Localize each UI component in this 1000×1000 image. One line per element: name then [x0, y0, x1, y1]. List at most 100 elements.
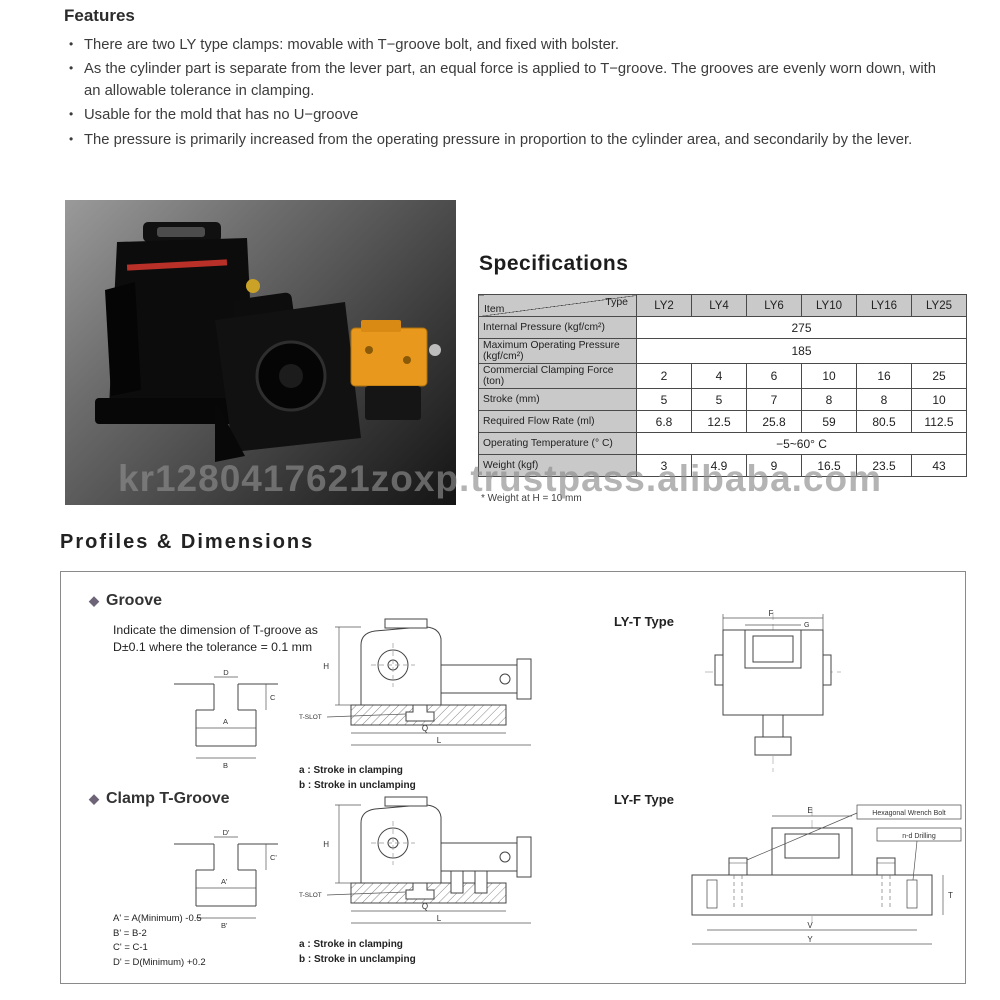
- dim-label-h: H: [323, 840, 329, 849]
- clamp-tgroove-notes: A' = A(Minimum) -0.5 B' = B-2 C' = C-1 D…: [113, 912, 206, 971]
- dim-label-c-prime: C': [270, 853, 277, 862]
- type-label: Type: [605, 296, 628, 308]
- diamond-icon: ◆: [89, 593, 99, 608]
- clamp-side-view-drawing-2: H Q L T-SLOT: [299, 796, 532, 924]
- row-label: Stroke (mm): [478, 388, 637, 411]
- row-value: 275: [636, 316, 967, 339]
- dim-label-t: T: [948, 891, 953, 900]
- cell-value: 6: [746, 363, 802, 389]
- feature-item: Usable for the mold that has no U−groove: [69, 105, 949, 126]
- stroke-notes-2: a : Stroke in clamping b : Stroke in unc…: [299, 938, 416, 967]
- spec-header-row: Type Item LY2 LY4 LY6 LY10 LY16 LY25: [478, 294, 967, 317]
- cell-value: 12.5: [691, 410, 747, 433]
- specifications-title: Specifications: [479, 252, 629, 275]
- dim-label-b: B: [223, 761, 228, 770]
- table-row: Maximum Operating Pressure (kgf/cm²) 185: [478, 338, 967, 364]
- cell-value: 7: [746, 388, 802, 411]
- groove-desc-line1: Indicate the dimension of T-groove as: [113, 623, 318, 637]
- row-label: Commercial Clamping Force (ton): [478, 363, 637, 389]
- groove-desc-line2: D±0.1 where the tolerance = 0.1 mm: [113, 639, 313, 654]
- profiles-title: Profiles & Dimensions: [60, 531, 315, 553]
- dim-label-a: A: [223, 717, 228, 726]
- tg-note: D' = D(Minimum) +0.2: [113, 957, 206, 969]
- cell-value: 8: [856, 388, 912, 411]
- dim-label-b-prime: B': [221, 921, 228, 930]
- groove-title-text: Groove: [106, 592, 163, 609]
- profiles-panel: ◆ Groove Indicate the dimension of T-groo…: [60, 571, 966, 984]
- clamp-tgroove-title-text: Clamp T-Groove: [106, 790, 230, 807]
- cell-value: 6.8: [636, 410, 692, 433]
- dim-label-g: G: [804, 622, 809, 629]
- column-header: LY10: [801, 294, 857, 317]
- tg-note: B' = B-2: [113, 927, 147, 939]
- stroke-note-a: a : Stroke in clamping: [299, 765, 403, 776]
- dim-label-y: Y: [807, 935, 813, 944]
- cell-value: 5: [691, 388, 747, 411]
- table-row: Required Flow Rate (ml) 6.8 12.5 25.8 59…: [478, 410, 967, 433]
- cell-value: 80.5: [856, 410, 912, 433]
- features-title: Features: [64, 6, 135, 25]
- row-value: 185: [636, 338, 967, 364]
- diamond-icon: ◆: [89, 791, 99, 806]
- column-header: LY4: [691, 294, 747, 317]
- row-label: Operating Temperature (° C): [478, 432, 637, 455]
- cell-value: 10: [911, 388, 967, 411]
- clamp-product-image: [95, 222, 441, 462]
- dim-label-d: D: [223, 670, 229, 677]
- row-label: Weight (kgf): [478, 454, 637, 477]
- dim-label-v: V: [807, 921, 813, 930]
- column-header: LY2: [636, 294, 692, 317]
- stroke-notes: a : Stroke in clamping b : Stroke in unc…: [299, 764, 416, 793]
- dim-label-h: H: [323, 662, 329, 671]
- cell-value: 25: [911, 363, 967, 389]
- table-row: Stroke (mm) 5 5 7 8 8 10: [478, 388, 967, 411]
- column-header: LY6: [746, 294, 802, 317]
- ly-f-type-label: LY-F Type: [614, 792, 674, 807]
- feature-item: There are two LY type clamps: movable wi…: [69, 35, 949, 56]
- column-header: LY16: [856, 294, 912, 317]
- cell-value: 16.5: [801, 454, 857, 477]
- groove-description: Indicate the dimension of T-groove as D±…: [113, 622, 318, 656]
- right-clamp-shape: [215, 292, 361, 462]
- cell-value: 2: [636, 363, 692, 389]
- tg-note: A' = A(Minimum) -0.5: [113, 913, 202, 924]
- cell-value: 9: [746, 454, 802, 477]
- table-row: Operating Temperature (° C) −5~60° C: [478, 432, 967, 455]
- table-row: Commercial Clamping Force (ton) 2 4 6 10…: [478, 363, 967, 389]
- orange-block-shape: [350, 320, 441, 420]
- column-header: LY25: [911, 294, 967, 317]
- stroke-note-a: a : Stroke in clamping: [299, 939, 403, 950]
- features-section: Features There are two LY type clamps: m…: [64, 6, 964, 154]
- dim-label-c: C: [270, 693, 276, 702]
- cell-value: 3: [636, 454, 692, 477]
- clamp-tgroove-section-title: ◆ Clamp T-Groove: [89, 790, 230, 808]
- dim-label-d-prime: D': [223, 830, 230, 837]
- clamp-side-view-drawing: H Q L T-SLOT: [299, 618, 532, 746]
- row-label: Internal Pressure (kgf/cm²): [478, 316, 637, 339]
- cell-value: 5: [636, 388, 692, 411]
- tg-note: C' = C-1: [113, 942, 148, 954]
- cell-value: 43: [911, 454, 967, 477]
- left-clamp-shape: [95, 222, 265, 424]
- cell-value: 10: [801, 363, 857, 389]
- row-label: Required Flow Rate (ml): [478, 410, 637, 433]
- row-label: Maximum Operating Pressure (kgf/cm²): [478, 338, 637, 364]
- ly-f-front-view-drawing: E T V Y Hexagonal Wrench Bolt n-d Drilli…: [691, 804, 962, 945]
- clamp-groove-diagram: D' C' A' B': [174, 830, 278, 930]
- cell-value: 112.5: [911, 410, 967, 433]
- ly-t-top-view-drawing: F G: [705, 610, 841, 772]
- tslot-label: T-SLOT: [299, 714, 322, 721]
- spec-footnote: * Weight at H = 10 mm: [481, 493, 582, 504]
- tslot-label: T-SLOT: [299, 892, 322, 899]
- dim-label-q: Q: [422, 902, 428, 911]
- table-row: Weight (kgf) 3 4.9 9 16.5 23.5 43: [478, 454, 967, 477]
- cell-value: 59: [801, 410, 857, 433]
- product-photo: [65, 200, 456, 505]
- groove-section-title: ◆ Groove: [89, 592, 162, 610]
- cell-value: 16: [856, 363, 912, 389]
- bolt-annotation-label: Hexagonal Wrench Bolt: [872, 810, 945, 817]
- dim-label-a-prime: A': [221, 877, 228, 886]
- cell-value: 4: [691, 363, 747, 389]
- drill-annotation-label: n-d Drilling: [902, 833, 936, 840]
- groove-diagram: D C A B: [174, 670, 278, 770]
